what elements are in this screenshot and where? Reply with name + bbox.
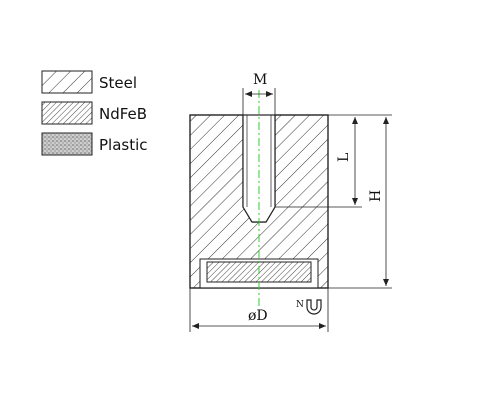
pole-mark: N bbox=[296, 299, 322, 315]
thread-label: M bbox=[253, 72, 267, 88]
dimension-d: øD bbox=[189, 288, 329, 332]
magnet-pole-icon bbox=[306, 299, 322, 315]
legend-item-ndfeb: NdFeB bbox=[41, 101, 147, 125]
thread-depth-label: L bbox=[336, 153, 352, 162]
north-pole-label: N bbox=[296, 300, 304, 310]
height-label: H bbox=[368, 190, 384, 202]
plastic-swatch bbox=[41, 132, 93, 156]
dimension-h: H bbox=[328, 114, 392, 289]
legend-item-steel: Steel bbox=[41, 70, 137, 94]
steel-swatch bbox=[41, 70, 93, 94]
cross-section bbox=[189, 90, 329, 308]
legend-item-plastic: Plastic bbox=[41, 132, 148, 156]
legend: Steel NdFeB Plastic bbox=[41, 70, 148, 156]
legend-label-steel: Steel bbox=[99, 74, 137, 92]
diameter-label: øD bbox=[248, 308, 268, 324]
legend-label-ndfeb: NdFeB bbox=[99, 105, 147, 123]
ndfeb-swatch bbox=[41, 101, 93, 125]
legend-label-plastic: Plastic bbox=[99, 136, 148, 154]
dimension-m: M bbox=[242, 72, 276, 115]
dimension-l: L bbox=[275, 114, 362, 208]
